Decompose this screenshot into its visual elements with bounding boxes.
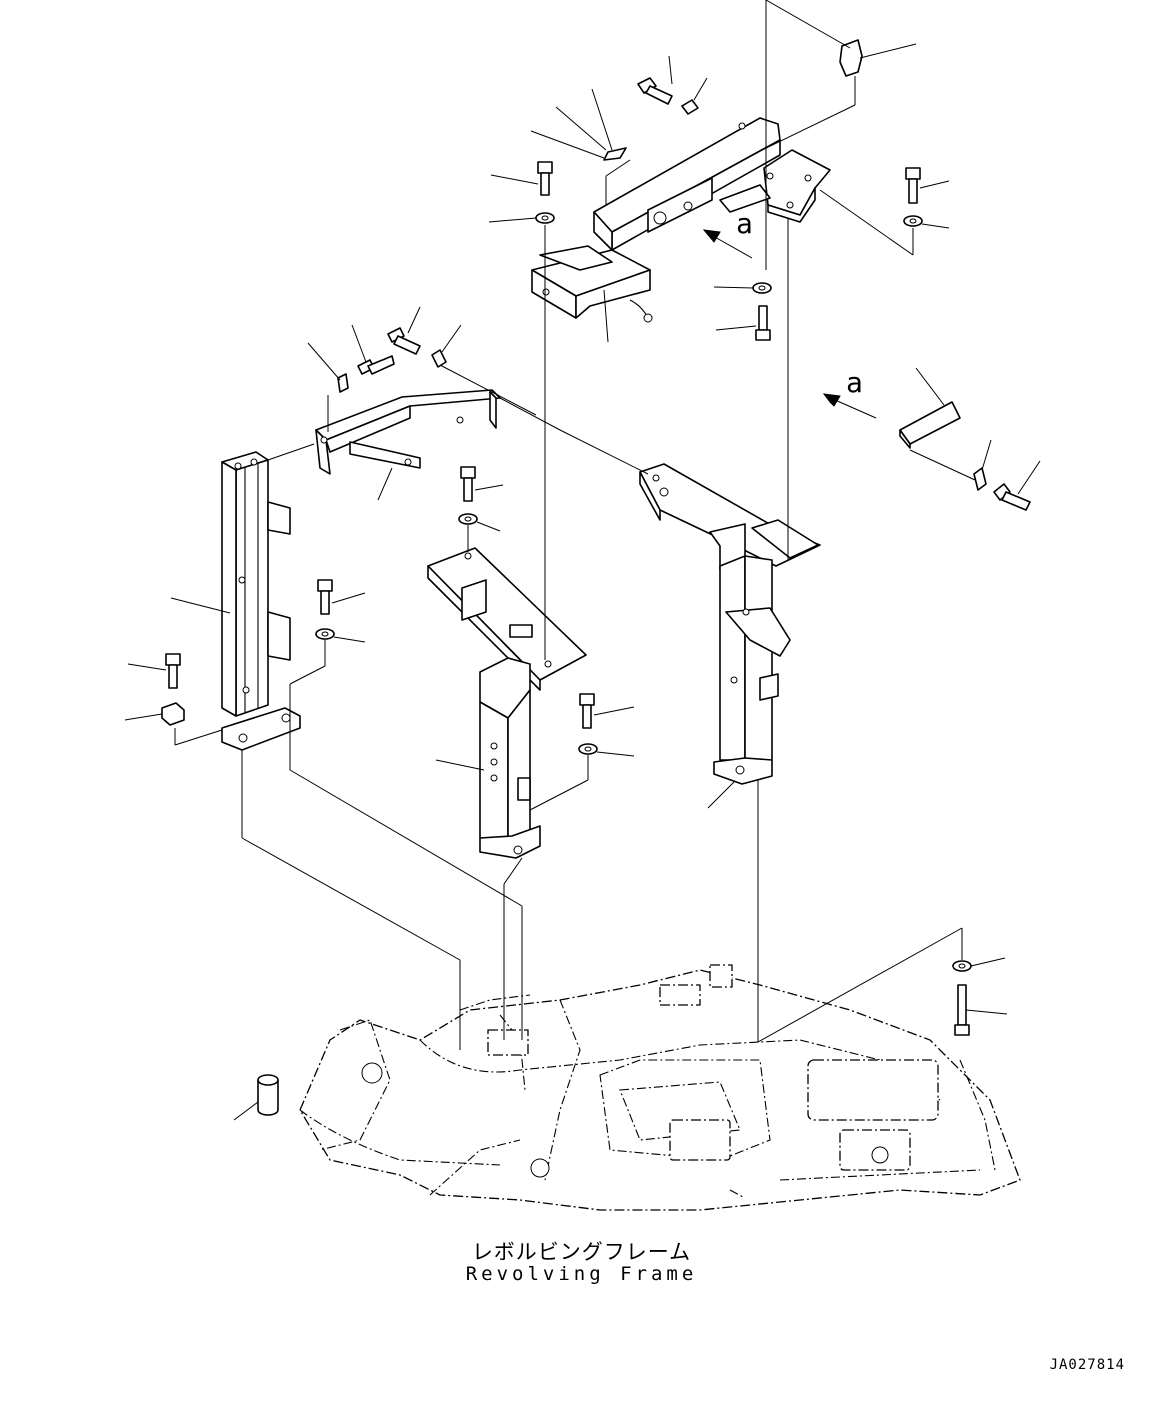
- bolt-icon: [905, 167, 950, 204]
- view-marker-a: a: [736, 207, 753, 240]
- bolt-icon: [579, 693, 635, 729]
- washer-icon: [973, 439, 992, 491]
- washer-icon: [578, 743, 635, 757]
- washer-icon: [315, 628, 366, 643]
- bolt-icon: [460, 466, 504, 502]
- cover-plate: [899, 367, 961, 449]
- washer-icon: [530, 88, 627, 161]
- bolt-icon: [127, 653, 181, 689]
- top-main-frame: [531, 117, 831, 343]
- washers: [124, 77, 1006, 972]
- spacer-part: [233, 1074, 279, 1121]
- revolving-frame: [299, 964, 1021, 1211]
- clip-part: [761, 39, 917, 151]
- washer-icon: [681, 77, 708, 115]
- caption-japanese: レボルビングフレーム: [471, 1240, 692, 1264]
- nut-icon: [124, 702, 185, 726]
- washer-icon: [713, 282, 772, 294]
- view-arrow-lower: a: [822, 366, 877, 419]
- center-post: [427, 547, 587, 859]
- bolts: [127, 55, 1041, 1036]
- washer-icon: [903, 215, 950, 229]
- washer-icon: [488, 212, 555, 224]
- assembly-lines: [174, 0, 976, 1050]
- bolt-icon: [351, 324, 395, 375]
- view-marker-a: a: [846, 366, 863, 399]
- washer-icon: [458, 513, 501, 532]
- right-post: [639, 463, 821, 809]
- washer-icon: [307, 342, 349, 393]
- drawing-code: JA027814: [1049, 1357, 1125, 1373]
- bolt-icon: [993, 460, 1041, 511]
- bolt-icon: [387, 306, 421, 355]
- washer-icon: [952, 957, 1006, 972]
- bolt-icon: [490, 161, 553, 196]
- left-post: [170, 451, 301, 751]
- bolt-icon: [317, 579, 366, 615]
- left-upper-bracket: [315, 389, 501, 501]
- bolt-icon: [715, 305, 771, 341]
- washer-icon: [431, 324, 462, 368]
- bolt-icon: [954, 984, 1008, 1036]
- caption-english: Revolving Frame: [465, 1263, 698, 1285]
- view-arrow-upper: a: [702, 207, 753, 259]
- bolt-icon: [637, 55, 673, 105]
